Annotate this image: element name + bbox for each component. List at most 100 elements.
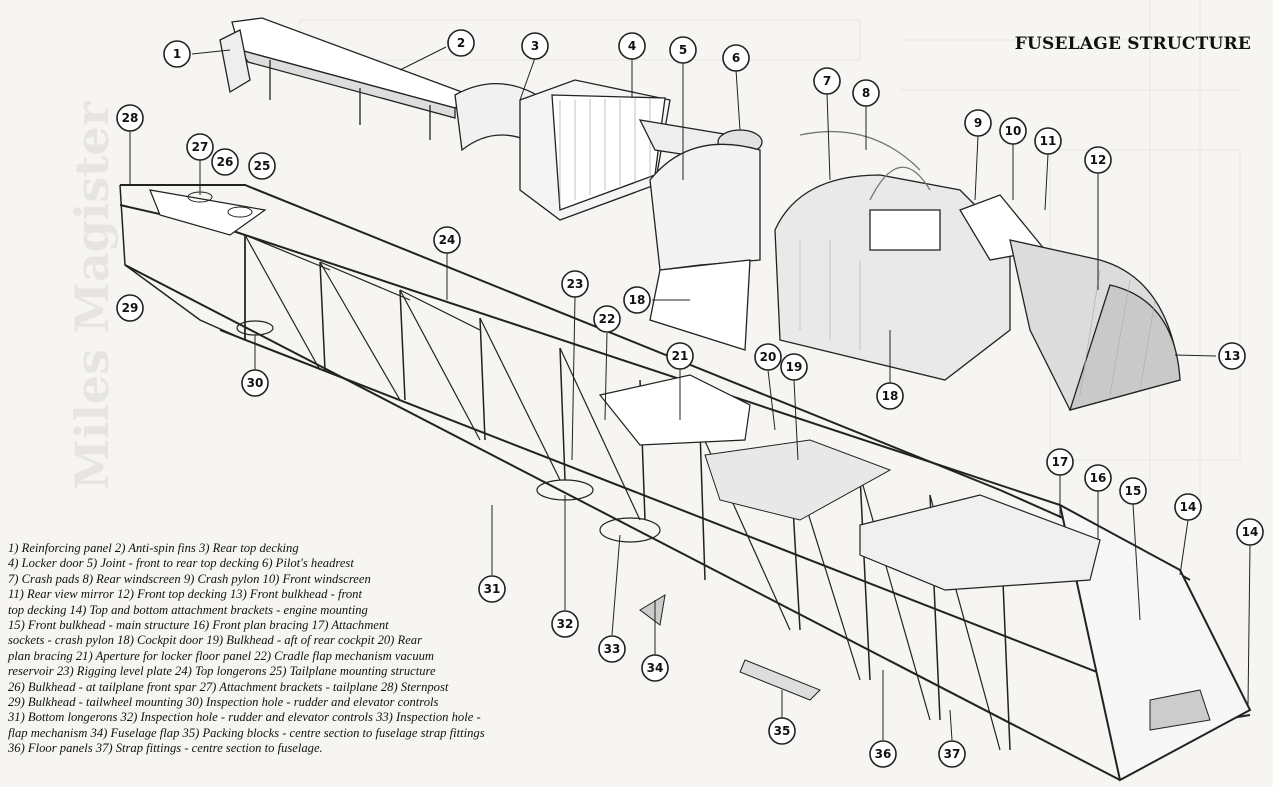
svg-text:11: 11 [1040, 134, 1057, 148]
callout-5: 5 [669, 36, 697, 64]
svg-text:1: 1 [173, 47, 181, 61]
diagram-title: FUSELAGE STRUCTURE [1014, 34, 1251, 54]
legend-line: flap mechanism 34) Fuselage flap 35) Pac… [8, 725, 485, 740]
callout-1: 1 [163, 40, 191, 68]
svg-text:4: 4 [628, 39, 636, 53]
svg-text:29: 29 [122, 301, 139, 315]
svg-text:25: 25 [254, 159, 271, 173]
svg-text:12: 12 [1090, 153, 1107, 167]
legend-line: sockets - crash pylon 18) Cockpit door 1… [8, 633, 422, 648]
legend-line: 1) Reinforcing panel 2) Anti-spin fins 3… [8, 541, 299, 555]
svg-text:31: 31 [484, 582, 501, 596]
front-top-decking [649, 130, 1181, 411]
svg-text:37: 37 [944, 747, 961, 761]
callout-24: 24 [433, 226, 461, 254]
svg-text:33: 33 [604, 642, 621, 656]
svg-text:2: 2 [457, 36, 465, 50]
parts-legend: 1) Reinforcing panel 2) Anti-spin fins 3… [8, 541, 620, 757]
main-fuselage-frame [119, 184, 1252, 782]
legend-line: 7) Crash pads 8) Rear windscreen 9) Cras… [8, 571, 371, 586]
callout-11: 11 [1034, 127, 1062, 155]
legend-line: 31) Bottom longerons 32) Inspection hole… [8, 710, 481, 725]
svg-text:14: 14 [1180, 500, 1197, 514]
legend-line: 15) Front bulkhead - main structure 16) … [8, 618, 389, 633]
legend-line: plan bracing 21) Aperture for locker flo… [8, 648, 435, 663]
svg-text:23: 23 [567, 277, 584, 291]
callout-37: 37 [938, 740, 966, 768]
svg-text:5: 5 [679, 43, 687, 57]
svg-text:34: 34 [647, 661, 664, 675]
svg-text:19: 19 [786, 360, 803, 374]
legend-line: 36) Floor panels 37) Strap fittings - ce… [8, 741, 323, 756]
svg-text:10: 10 [1005, 124, 1022, 138]
svg-text:16: 16 [1090, 471, 1107, 485]
svg-text:8: 8 [862, 86, 870, 100]
callout-35: 35 [768, 717, 796, 745]
watermark-text: Miles Magister [65, 101, 119, 490]
callout-7: 7 [813, 67, 841, 95]
callout-14-upper: 14 [1174, 493, 1202, 521]
callout-10: 10 [999, 117, 1027, 145]
svg-text:26: 26 [217, 155, 234, 169]
callout-6: 6 [722, 44, 750, 72]
callout-8: 8 [852, 79, 880, 107]
svg-text:28: 28 [122, 111, 139, 125]
callout-16: 16 [1084, 464, 1112, 492]
svg-text:35: 35 [774, 724, 791, 738]
svg-text:17: 17 [1052, 455, 1069, 469]
callout-28: 28 [116, 104, 144, 132]
callout-3: 3 [521, 32, 549, 60]
callout-13: 13 [1218, 342, 1246, 370]
callout-25: 25 [248, 152, 276, 180]
callout-14-lower: 14 [1236, 518, 1264, 546]
svg-text:30: 30 [247, 376, 264, 390]
legend-line: reservoir 23) Rigging level plate 24) To… [8, 664, 436, 679]
svg-text:9: 9 [974, 116, 982, 130]
callout-9: 9 [964, 109, 992, 137]
legend-line: 4) Locker door 5) Joint - front to rear … [8, 556, 354, 571]
callout-22: 22 [593, 305, 621, 333]
callout-34: 34 [641, 654, 669, 682]
callouts: 1 2 3 4 5 6 7 8 9 10 11 12 13 14 14 15 1… [116, 29, 1264, 768]
svg-text:20: 20 [760, 350, 777, 364]
callout-19: 19 [780, 353, 808, 381]
callout-20: 20 [754, 343, 782, 371]
svg-text:36: 36 [875, 747, 892, 761]
leader-lines [129, 46, 1251, 741]
svg-text:21: 21 [672, 349, 689, 363]
svg-text:7: 7 [823, 74, 831, 88]
callout-21: 21 [666, 342, 694, 370]
callout-15: 15 [1119, 477, 1147, 505]
callout-17: 17 [1046, 448, 1074, 476]
svg-text:18: 18 [882, 389, 899, 403]
callout-4: 4 [618, 32, 646, 60]
svg-text:24: 24 [439, 233, 456, 247]
svg-text:18: 18 [629, 293, 646, 307]
legend-line: 26) Bulkhead - at tailplane front spar 2… [8, 679, 449, 694]
callout-18-lower: 18 [876, 382, 904, 410]
callout-30: 30 [241, 369, 269, 397]
svg-text:6: 6 [732, 51, 740, 65]
svg-text:27: 27 [192, 140, 209, 154]
callout-26: 26 [211, 148, 239, 176]
callout-23: 23 [561, 270, 589, 298]
watermark: Miles Magister [65, 0, 1241, 520]
svg-text:15: 15 [1125, 484, 1142, 498]
svg-text:3: 3 [531, 39, 539, 53]
callout-29: 29 [116, 294, 144, 322]
callout-27: 27 [186, 133, 214, 161]
callout-32: 32 [551, 610, 579, 638]
callout-2: 2 [447, 29, 475, 57]
svg-text:22: 22 [599, 312, 616, 326]
callout-33: 33 [598, 635, 626, 663]
svg-text:13: 13 [1224, 349, 1241, 363]
legend-line: top decking 14) Top and bottom attachmen… [8, 602, 368, 617]
svg-text:14: 14 [1242, 525, 1259, 539]
callout-36: 36 [869, 740, 897, 768]
legend-line: 29) Bulkhead - tailwheel mounting 30) In… [8, 695, 439, 710]
svg-text:32: 32 [557, 617, 574, 631]
callout-31: 31 [478, 575, 506, 603]
callout-18-door: 18 [623, 286, 651, 314]
